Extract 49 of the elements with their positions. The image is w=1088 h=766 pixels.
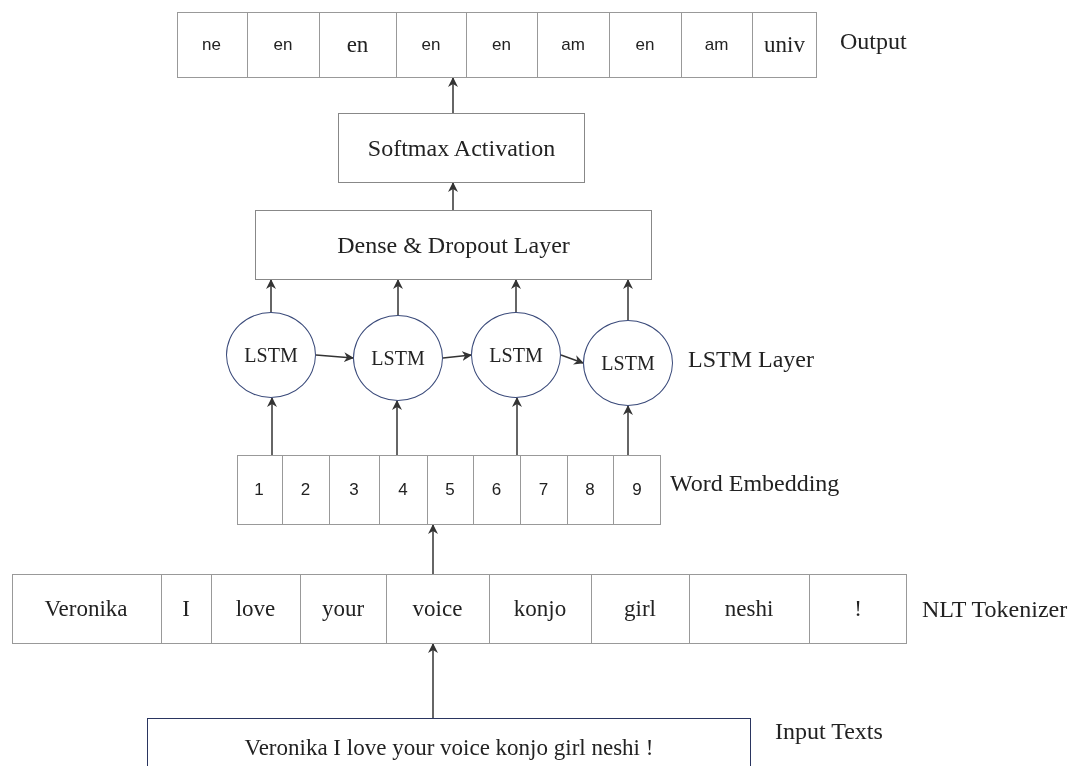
arrow <box>393 279 403 316</box>
layer-label: Input Texts <box>775 718 883 745</box>
token-cell: 5 <box>427 456 474 524</box>
token-cell: 4 <box>379 456 428 524</box>
cell-row <box>177 12 817 78</box>
lstm-circle: LSTM <box>353 315 443 401</box>
token-cell: neshi <box>689 575 810 643</box>
token-cell: am <box>681 13 753 77</box>
token-cell: girl <box>591 575 690 643</box>
token-cell: love <box>211 575 301 643</box>
token-cell: Veronika <box>11 575 162 643</box>
arrow <box>315 352 354 363</box>
token-cell: your <box>300 575 387 643</box>
lstm-circle: LSTM <box>471 312 561 398</box>
cell-row <box>237 455 661 525</box>
token-cell: 9 <box>613 456 661 524</box>
token-cell: en <box>466 13 538 77</box>
token-cell: en <box>396 13 467 77</box>
arrow <box>560 354 584 365</box>
token-cell: en <box>609 13 682 77</box>
token-cell: konjo <box>489 575 592 643</box>
token-cell: univ <box>752 13 817 77</box>
layer-box: Softmax Activation <box>338 113 585 183</box>
token-cell: voice <box>386 575 490 643</box>
token-cell: 3 <box>329 456 380 524</box>
token-cell: 1 <box>236 456 283 524</box>
token-cell: 2 <box>282 456 330 524</box>
input-text-box: Veronika I love your voice konjo girl neshi ! <box>147 718 751 766</box>
token-cell: 6 <box>473 456 521 524</box>
layer-box: Dense & Dropout Layer <box>255 210 652 280</box>
cell-row <box>12 574 907 644</box>
arrow <box>623 279 633 321</box>
layer-label: Output <box>840 28 907 55</box>
token-cell: en <box>247 13 320 77</box>
arrow <box>511 279 521 313</box>
token-cell: 7 <box>520 456 568 524</box>
token-cell: ne <box>176 13 248 77</box>
token-cell: en <box>319 13 397 77</box>
token-cell: am <box>537 13 610 77</box>
layer-label: Word Embedding <box>670 470 840 497</box>
lstm-circle: LSTM <box>583 320 673 406</box>
layer-label: LSTM Layer <box>688 346 814 373</box>
token-cell: ! <box>809 575 907 643</box>
arrow <box>266 279 276 313</box>
token-cell: 8 <box>567 456 614 524</box>
arrow <box>442 351 472 361</box>
layer-label: NLT Tokenizer <box>922 596 1068 623</box>
token-cell: I <box>161 575 212 643</box>
lstm-circle: LSTM <box>226 312 316 398</box>
